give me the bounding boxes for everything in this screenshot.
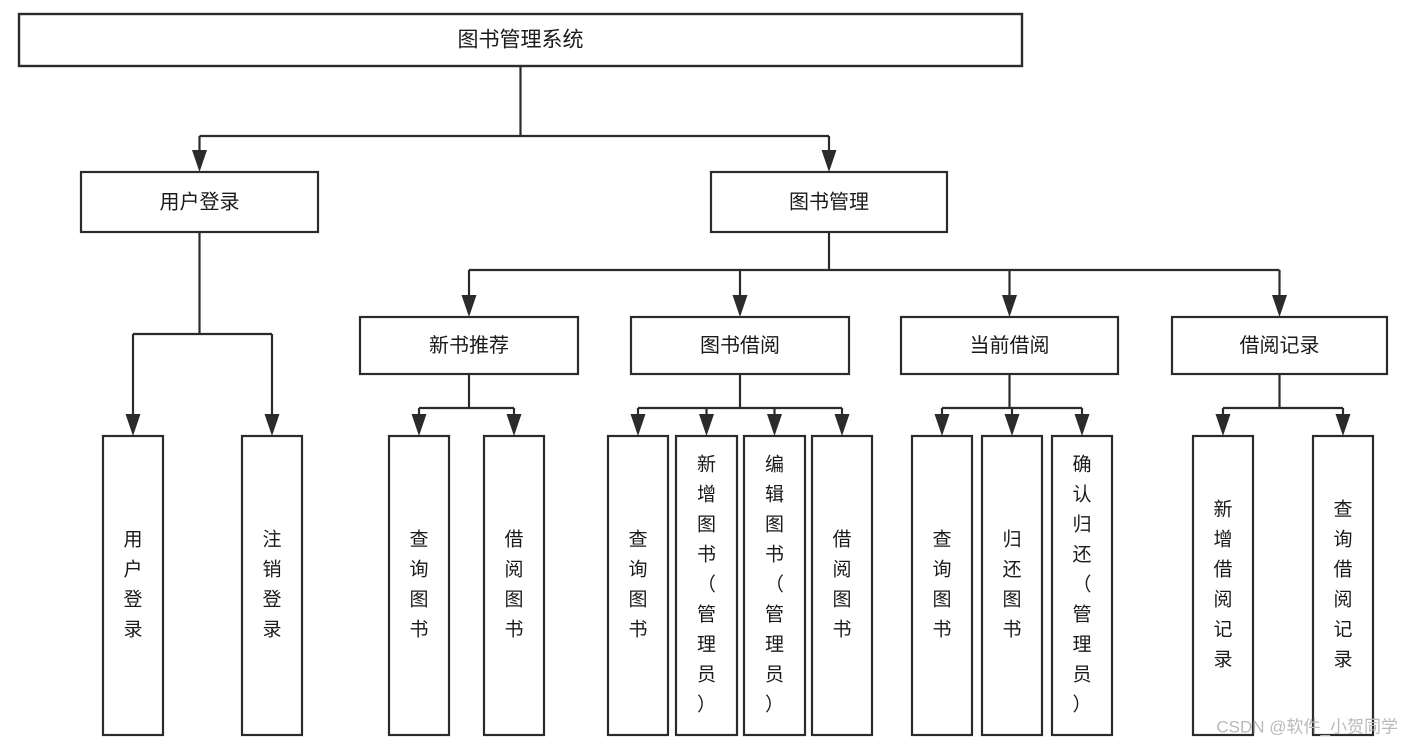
node-leaf-add-book-admin[interactable]: 新增图书（管理员） <box>674 434 739 737</box>
node-box-leaf-borrow-book[interactable] <box>810 434 874 737</box>
arrow-head <box>699 414 714 436</box>
node-box-current-borrow[interactable] <box>899 315 1120 376</box>
node-label-book-management: 图书管理 <box>789 190 869 213</box>
node-box-new-book-recommend[interactable] <box>358 315 580 376</box>
node-label-leaf-logout: 注销登录 <box>262 529 281 641</box>
node-label-leaf-borrow-book-recommend: 借阅图书 <box>504 529 523 641</box>
arrow-head <box>125 414 141 436</box>
node-box-leaf-edit-book-admin[interactable] <box>742 434 807 737</box>
node-box-root[interactable] <box>17 12 1024 68</box>
connector-group-new-book-recommend <box>411 374 522 436</box>
node-box-leaf-add-book-admin[interactable] <box>674 434 739 737</box>
node-leaf-logout[interactable]: 注销登录 <box>240 434 304 737</box>
node-label-leaf-add-book-admin: 新增图书（管理员） <box>697 454 716 716</box>
node-label-leaf-confirm-return-admin: 确认归还（管理员） <box>1072 454 1091 716</box>
node-leaf-query-book-recommend[interactable]: 查询图书 <box>387 434 451 737</box>
arrow-head <box>630 414 646 436</box>
node-new-book-recommend[interactable]: 新书推荐 <box>358 315 580 376</box>
node-box-leaf-query-book-borrow[interactable] <box>606 434 670 737</box>
arrow-head <box>264 414 280 436</box>
node-box-borrow-record[interactable] <box>1170 315 1389 376</box>
arrow-head <box>506 414 522 436</box>
node-label-leaf-edit-book-admin: 编辑图书（管理员） <box>765 454 784 716</box>
node-leaf-query-book-current[interactable]: 查询图书 <box>910 434 974 737</box>
node-box-book-management[interactable] <box>709 170 949 234</box>
node-user-login[interactable]: 用户登录 <box>79 170 320 234</box>
arrow-head <box>1272 295 1287 317</box>
node-box-leaf-borrow-book-recommend[interactable] <box>482 434 546 737</box>
node-leaf-borrow-book[interactable]: 借阅图书 <box>810 434 874 737</box>
node-book-management[interactable]: 图书管理 <box>709 170 949 234</box>
node-label-leaf-query-book-recommend: 查询图书 <box>409 529 428 641</box>
node-label-leaf-borrow-book: 借阅图书 <box>832 529 851 641</box>
node-box-leaf-add-borrow-record[interactable] <box>1191 434 1255 737</box>
node-box-leaf-return-book[interactable] <box>980 434 1044 737</box>
arrow-head <box>192 150 207 172</box>
node-label-leaf-query-book-borrow: 查询图书 <box>628 529 647 641</box>
arrow-head <box>834 414 850 436</box>
node-label-book-borrow: 图书借阅 <box>700 334 780 357</box>
node-leaf-query-book-borrow[interactable]: 查询图书 <box>606 434 670 737</box>
connector-layer <box>125 66 1351 436</box>
node-current-borrow[interactable]: 当前借阅 <box>899 315 1120 376</box>
node-box-leaf-query-borrow-record[interactable] <box>1311 434 1375 737</box>
node-leaf-borrow-book-recommend[interactable]: 借阅图书 <box>482 434 546 737</box>
node-label-root: 图书管理系统 <box>458 29 584 52</box>
arrow-head <box>1004 414 1020 436</box>
arrow-head <box>411 414 427 436</box>
arrow-head <box>1002 295 1017 317</box>
node-box-leaf-query-book-recommend[interactable] <box>387 434 451 737</box>
node-label-current-borrow: 当前借阅 <box>970 334 1050 357</box>
node-book-borrow[interactable]: 图书借阅 <box>629 315 851 376</box>
node-label-leaf-add-borrow-record: 新增借阅记录 <box>1213 499 1232 671</box>
node-leaf-query-borrow-record[interactable]: 查询借阅记录 <box>1311 434 1375 737</box>
node-box-book-borrow[interactable] <box>629 315 851 376</box>
arrow-head <box>1335 414 1351 436</box>
node-label-leaf-query-borrow-record: 查询借阅记录 <box>1333 499 1352 671</box>
arrow-head <box>732 295 748 317</box>
node-leaf-return-book[interactable]: 归还图书 <box>980 434 1044 737</box>
node-label-leaf-user-login: 用户登录 <box>123 530 142 641</box>
node-box-leaf-user-login[interactable] <box>101 434 165 737</box>
connector-group-book-management <box>461 232 1287 317</box>
node-leaf-edit-book-admin[interactable]: 编辑图书（管理员） <box>742 434 807 737</box>
arrow-head <box>461 295 477 317</box>
node-label-borrow-record: 借阅记录 <box>1240 334 1320 357</box>
node-leaf-user-login[interactable]: 用户登录 <box>101 434 165 737</box>
node-borrow-record[interactable]: 借阅记录 <box>1170 315 1389 376</box>
arrow-head <box>821 150 837 172</box>
arrow-head <box>1074 414 1090 436</box>
node-box-leaf-query-book-current[interactable] <box>910 434 974 737</box>
node-box-user-login[interactable] <box>79 170 320 234</box>
node-leaf-confirm-return-admin[interactable]: 确认归还（管理员） <box>1050 434 1114 737</box>
node-label-leaf-return-book: 归还图书 <box>1002 529 1021 641</box>
connector-group-user-login <box>125 232 280 436</box>
node-leaf-add-borrow-record[interactable]: 新增借阅记录 <box>1191 434 1255 737</box>
node-root[interactable]: 图书管理系统 <box>17 12 1024 68</box>
node-layer: 图书管理系统用户登录图书管理新书推荐图书借阅当前借阅借阅记录用户登录注销登录查询… <box>17 12 1389 737</box>
connector-group-root <box>192 66 837 172</box>
csdn-watermark: CSDN @软件_小贺同学 <box>1216 717 1398 736</box>
node-box-leaf-confirm-return-admin[interactable] <box>1050 434 1114 737</box>
connector-group-current-borrow <box>934 374 1090 436</box>
node-label-new-book-recommend: 新书推荐 <box>429 334 509 357</box>
arrow-head <box>934 414 950 436</box>
arrow-head <box>767 414 782 436</box>
arrow-head <box>1215 414 1231 436</box>
node-label-user-login: 用户登录 <box>160 190 240 213</box>
connector-group-borrow-record <box>1215 374 1351 436</box>
node-label-leaf-query-book-current: 查询图书 <box>932 529 951 641</box>
node-box-leaf-logout[interactable] <box>240 434 304 737</box>
connector-group-book-borrow <box>630 374 850 436</box>
